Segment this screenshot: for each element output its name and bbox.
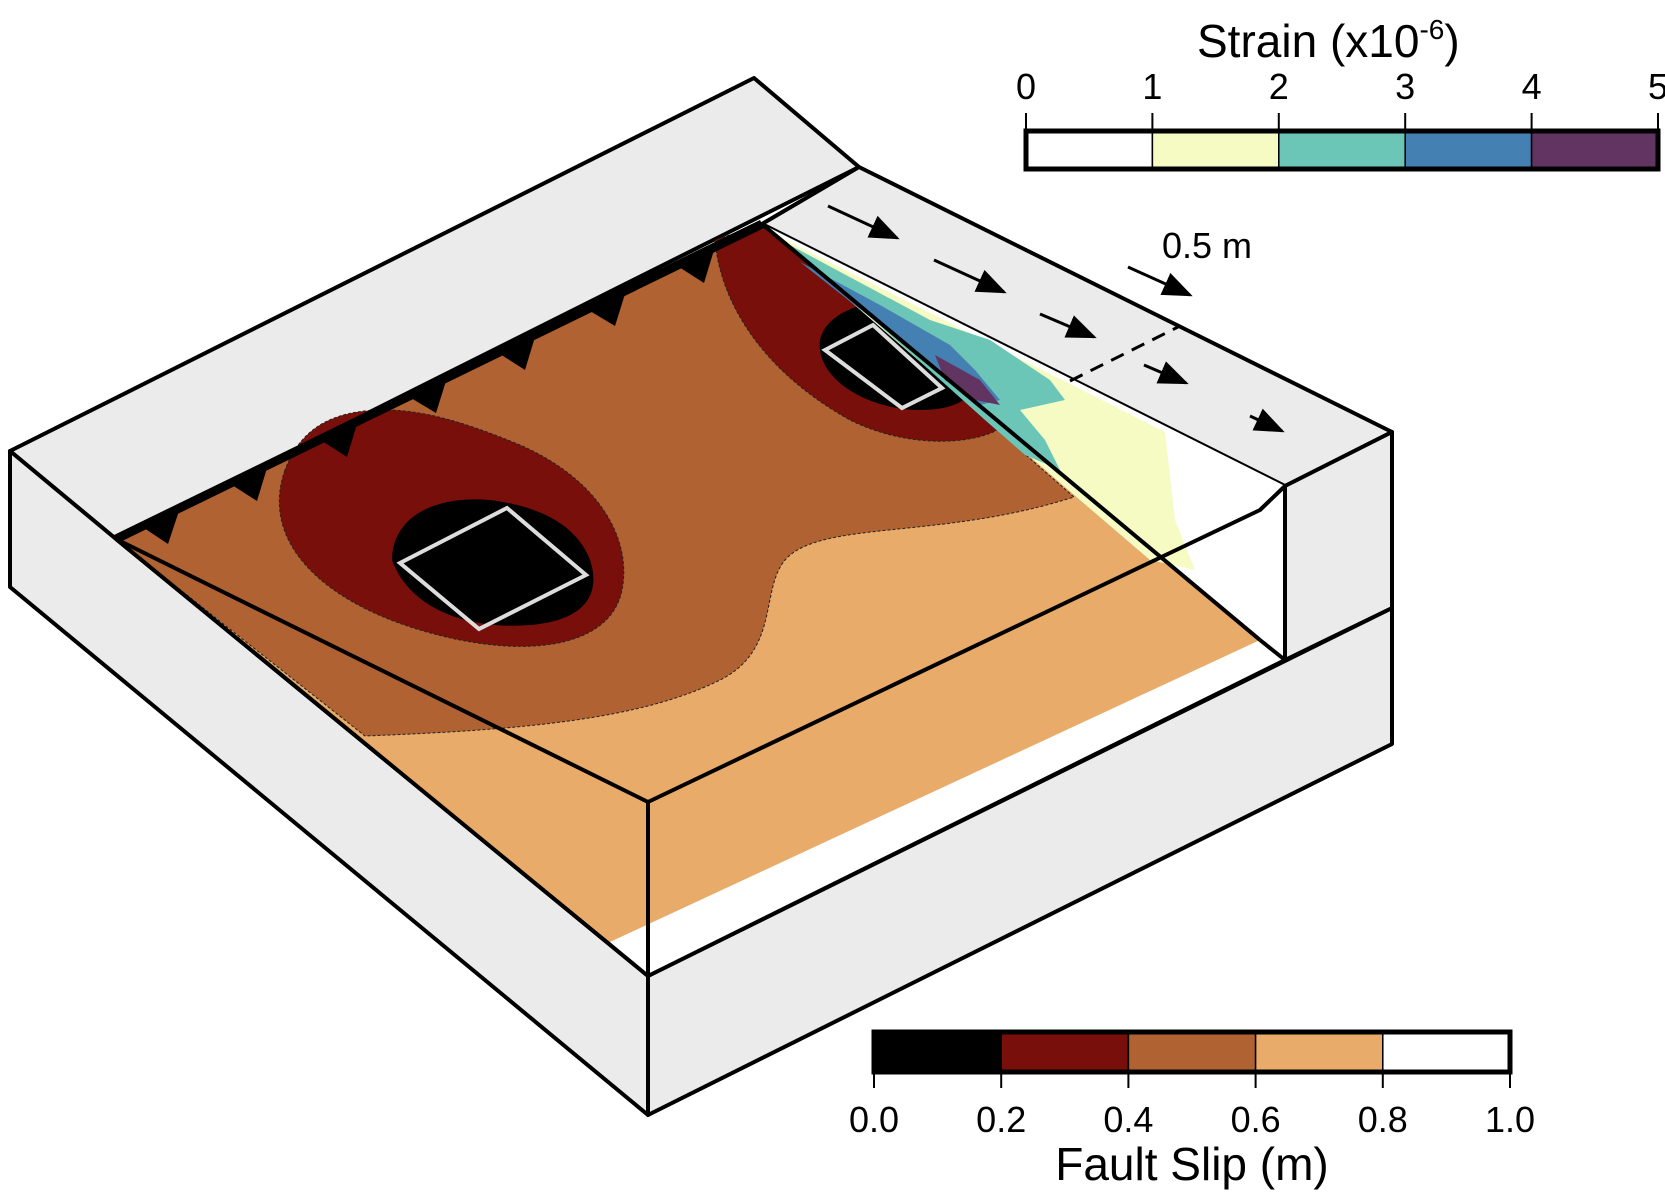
strain-tick-label: 1: [1142, 66, 1162, 107]
slip-bin: [1127, 1031, 1257, 1073]
slip-colorbar: 0.0 0.2 0.4 0.6 0.8 1.0 Fault Slip (m): [849, 1029, 1535, 1190]
slip-bin: [1000, 1031, 1130, 1073]
slip-tick-label: 0.8: [1358, 1099, 1408, 1140]
strain-bin: [1025, 130, 1154, 170]
source-patch-right: [821, 322, 946, 411]
strain-bin: [1278, 130, 1406, 170]
slip-bin: [873, 1031, 1002, 1073]
slip-bin: [1254, 1031, 1384, 1073]
vector-scale-arrow: [1127, 265, 1193, 297]
cut-bottom-strip: [610, 645, 1285, 976]
strain-bin: [1404, 130, 1533, 170]
slip-tick-label: 0.6: [1231, 1099, 1281, 1140]
fault-tooth-4: [411, 381, 446, 413]
strain-tick-label: 3: [1395, 66, 1415, 107]
strain-tick-label: 2: [1269, 66, 1289, 107]
slip-tick-label: 0.2: [976, 1099, 1026, 1140]
displacement-vectors: [827, 204, 1285, 433]
strain-zone-4-5: [935, 355, 1000, 405]
slip-tick-label: 1.0: [1485, 1099, 1535, 1140]
slip-bin: [1382, 1031, 1511, 1073]
strain-bin: [1151, 130, 1280, 170]
footwall-cut-face: [610, 224, 1285, 940]
fault-tooth-5: [500, 337, 535, 370]
vector-arrow: [1249, 408, 1285, 433]
vector-arrow: [827, 204, 900, 240]
vector-arrow: [933, 258, 1007, 294]
vector-arrow: [1039, 312, 1097, 339]
vector-arrow: [1143, 361, 1189, 385]
strain-tick-label: 0: [1016, 66, 1036, 107]
slip-zone-0.0-0.2-left: [392, 499, 594, 626]
vector-scale-label: 0.5 m: [1162, 225, 1252, 266]
strain-colorbar: Strain (x10-6) 0 1 2 3 4 5: [1016, 14, 1665, 172]
strain-colorbar-title: Strain (x10-6): [1197, 14, 1460, 67]
fault-tooth-7: [679, 250, 714, 283]
slip-tick-label: 0.4: [1103, 1099, 1153, 1140]
dashed-profile-line: [1069, 325, 1179, 383]
fault-trace: [114, 219, 764, 544]
source-patch-left: [396, 505, 590, 632]
fault-tooth-2: [232, 468, 267, 501]
block-edges: [114, 222, 1287, 978]
strain-bin: [1530, 130, 1659, 170]
fault-tooth-3: [322, 424, 357, 457]
fault-tooth-1: [144, 511, 179, 544]
slip-colorbar-title: Fault Slip (m): [1055, 1138, 1328, 1190]
fault-tooth-6: [590, 294, 625, 326]
strain-tick-label: 4: [1522, 66, 1542, 107]
strain-tick-label: 5: [1648, 66, 1665, 107]
slip-tick-label: 0.0: [849, 1099, 899, 1140]
